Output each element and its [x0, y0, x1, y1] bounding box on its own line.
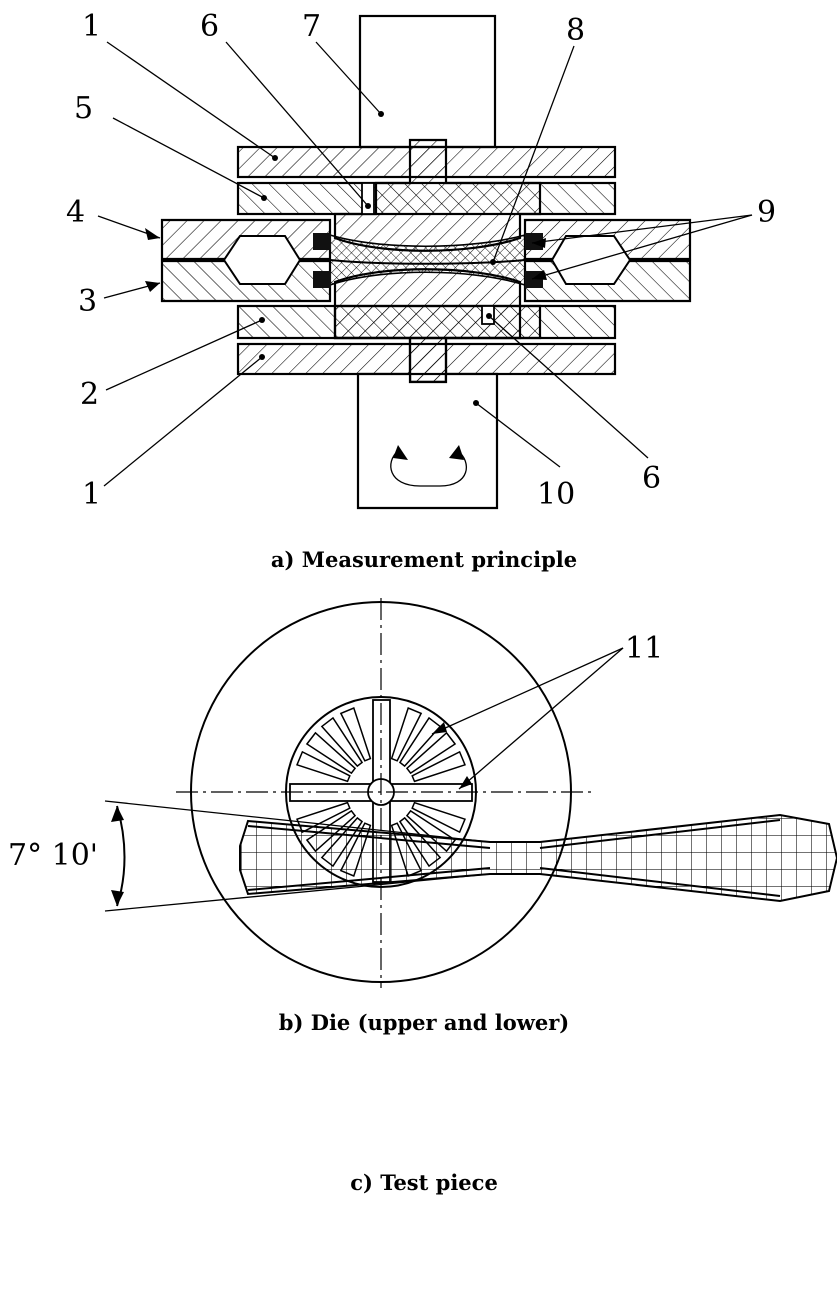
callout-11: 11 — [625, 631, 663, 666]
caption-a: a) Measurement principle — [271, 547, 577, 572]
caption-b: b) Die (upper and lower) — [279, 1010, 569, 1035]
callout-6-bottom: 6 — [642, 461, 661, 496]
callout-6-top: 6 — [200, 9, 219, 44]
upper-shaft-7 — [358, 14, 497, 149]
rotation-arrowhead-right — [449, 445, 464, 460]
radial-groove — [339, 707, 372, 762]
measurement-principle-drawing — [97, 14, 753, 510]
hex-channel-right — [550, 235, 632, 285]
callout-2: 2 — [80, 377, 99, 412]
angle-label: 7° 10' — [8, 838, 98, 873]
callout-3: 3 — [78, 284, 97, 319]
seal-9-upper-right — [525, 233, 543, 250]
lower-rotor-core — [333, 304, 522, 340]
callout-1-bottom: 1 — [82, 477, 101, 512]
angle-dimension-arc — [116, 805, 126, 907]
seal-9-upper-left — [313, 233, 331, 250]
radial-groove — [411, 750, 466, 783]
callout-8: 8 — [566, 13, 585, 48]
radial-groove — [320, 716, 364, 768]
die-drawing — [176, 598, 624, 988]
test-piece-drawing — [104, 800, 837, 912]
rotation-arrowhead-left — [393, 445, 408, 460]
callout-9: 9 — [757, 195, 776, 230]
hex-channel-left — [222, 235, 302, 285]
callout-4: 4 — [66, 195, 85, 230]
callout-1-top: 1 — [82, 9, 101, 44]
caption-c: c) Test piece — [350, 1170, 498, 1195]
radial-groove — [390, 707, 423, 762]
radial-groove — [405, 731, 457, 775]
radial-groove — [305, 731, 357, 775]
seal-9-lower-left — [313, 271, 331, 288]
upper-slot-6 — [361, 182, 375, 215]
leader-lines — [97, 41, 753, 487]
rotation-arrow — [390, 450, 467, 487]
callout-7: 7 — [302, 9, 321, 44]
lower-shaft-10 — [356, 372, 499, 510]
callout-10: 10 — [537, 477, 575, 512]
radial-groove — [411, 801, 466, 834]
callout-5: 5 — [74, 91, 93, 126]
radial-groove — [296, 750, 351, 783]
radial-groove — [398, 716, 442, 768]
lower-shaft-stub — [408, 336, 448, 384]
